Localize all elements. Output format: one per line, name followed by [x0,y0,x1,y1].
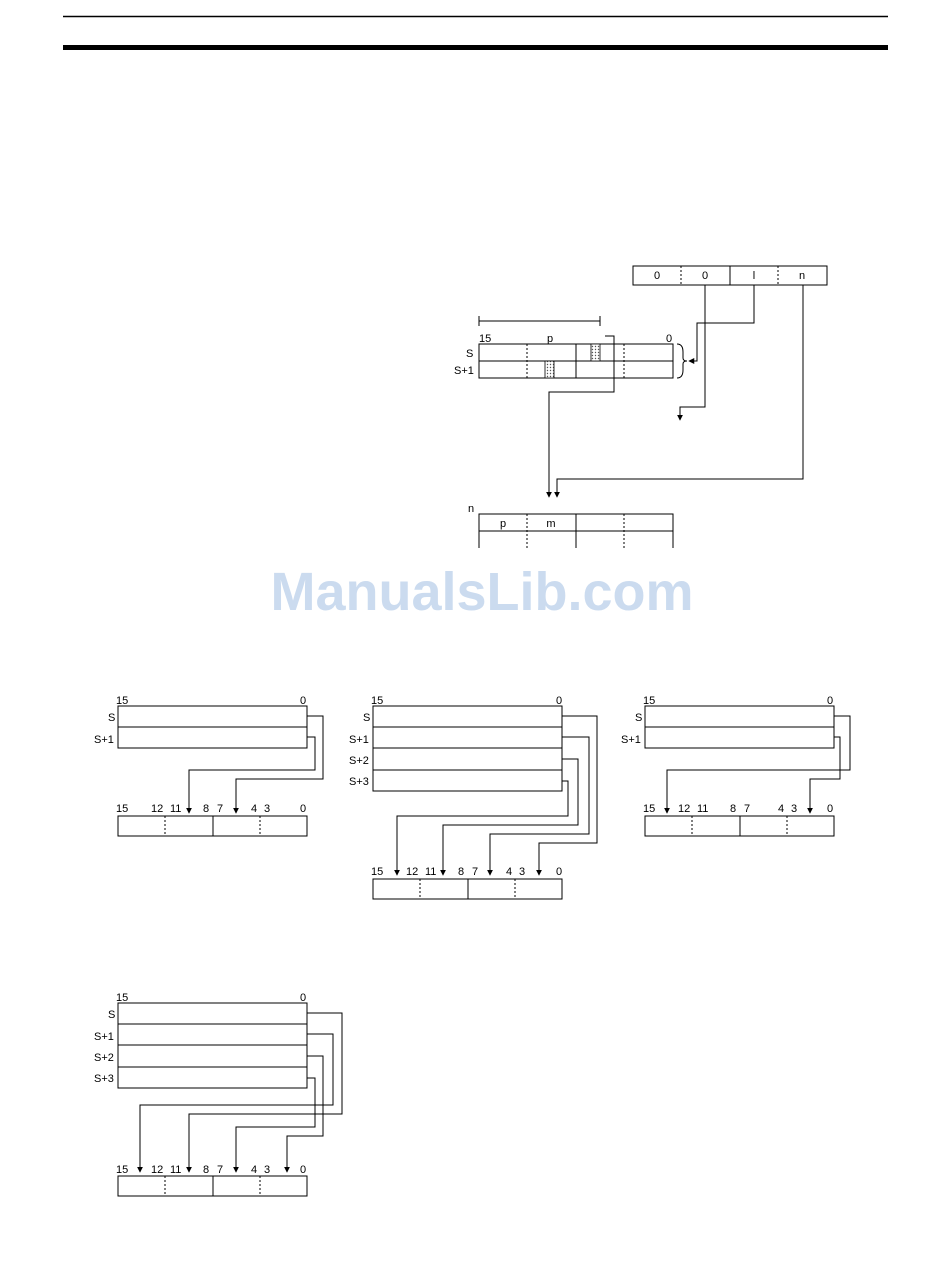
diagram-b-row-s2: S+2 [349,755,369,767]
diagram-d-row-s3: S+3 [94,1073,114,1085]
svg-text:12: 12 [151,803,163,815]
top-diagram: 0 0 l n 15 p 0 S S+1 n [454,266,827,548]
top-row-label-s1: S+1 [454,365,474,377]
svg-text:15: 15 [371,866,383,878]
diagram-d-row-s1: S+1 [94,1031,114,1043]
svg-text:11: 11 [425,866,436,878]
svg-text:4: 4 [251,1164,257,1176]
dest-cell-p: p [500,518,506,530]
svg-text:8: 8 [730,803,736,815]
svg-text:12: 12 [151,1164,163,1176]
svg-text:4: 4 [506,866,512,878]
hatched-bit-s1 [545,361,554,378]
svg-text:11: 11 [170,1164,181,1176]
brace [677,344,687,378]
svg-text:8: 8 [203,803,209,815]
diagram-b-row-s3: S+3 [349,776,369,788]
svg-text:0: 0 [827,803,833,815]
svg-text:3: 3 [264,1164,270,1176]
diagram-a-bit-0: 0 [300,695,306,707]
svg-text:0: 0 [300,803,306,815]
dest-cell-m: m [546,518,555,530]
svg-text:7: 7 [217,1164,223,1176]
diagram-b-bit-15: 15 [371,695,383,707]
diagram-b-ruler: 15 12 11 8 7 4 3 0 [371,866,562,878]
svg-text:7: 7 [472,866,478,878]
diagram-d-ruler: 15 12 11 8 7 4 3 0 [116,1164,306,1176]
diagram-b-row-s: S [363,712,370,724]
control-word-digit-2: 0 [702,270,708,282]
svg-text:7: 7 [217,803,223,815]
diagram-c-row-s: S [635,712,642,724]
diagram-a-ruler: 15 12 11 8 7 4 3 0 [116,803,306,815]
watermark: ManualsLib.com [270,562,693,622]
diagram-c-ruler: 15 12 11 8 7 4 3 0 [643,803,833,815]
diagram-a-row-s: S [108,712,115,724]
svg-text:11: 11 [697,803,708,815]
diagram-d-row-s: S [108,1009,115,1021]
control-word-digit-4: n [799,270,805,282]
diagram-c: 15 0 S S+1 15 12 11 8 7 4 3 0 [621,695,850,836]
svg-text:3: 3 [791,803,797,815]
diagram-d: 15 0 S S+1 S+2 S+3 15 12 11 8 7 4 3 0 [94,992,342,1196]
svg-text:15: 15 [116,1164,128,1176]
diagram-a-bit-15: 15 [116,695,128,707]
top-bit-0: 0 [666,333,672,345]
diagram-a: 15 0 S S+1 15 12 11 8 7 4 3 0 [94,695,323,836]
svg-text:15: 15 [116,803,128,815]
diagram-d-row-s2: S+2 [94,1052,114,1064]
diagram-c-bit-15: 15 [643,695,655,707]
hatched-bit-s [591,344,600,361]
svg-text:8: 8 [458,866,464,878]
svg-text:15: 15 [643,803,655,815]
control-word-digit-1: 0 [654,270,660,282]
svg-text:3: 3 [519,866,525,878]
diagram-b-row-s1: S+1 [349,734,369,746]
diagram-c-row-s1: S+1 [621,734,641,746]
top-bit-15: 15 [479,333,491,345]
svg-text:7: 7 [744,803,750,815]
header-rule-thick [63,45,888,50]
svg-text:0: 0 [300,1164,306,1176]
dest-label-n: n [468,503,474,515]
svg-text:0: 0 [556,866,562,878]
svg-text:4: 4 [778,803,784,815]
top-row-label-s: S [466,348,473,360]
control-word-digit-3: l [753,270,755,282]
diagram-d-bit-0: 0 [300,992,306,1004]
svg-text:4: 4 [251,803,257,815]
pointer-label: p [547,333,553,345]
diagram-d-bit-15: 15 [116,992,128,1004]
svg-text:8: 8 [203,1164,209,1176]
svg-text:12: 12 [678,803,690,815]
svg-text:12: 12 [406,866,418,878]
svg-text:3: 3 [264,803,270,815]
diagram-c-bit-0: 0 [827,695,833,707]
diagram-b-bit-0: 0 [556,695,562,707]
diagram-b: 15 0 S S+1 S+2 S+3 15 12 11 8 7 4 3 0 [349,695,597,899]
svg-text:11: 11 [170,803,181,815]
diagram-a-row-s1: S+1 [94,734,114,746]
